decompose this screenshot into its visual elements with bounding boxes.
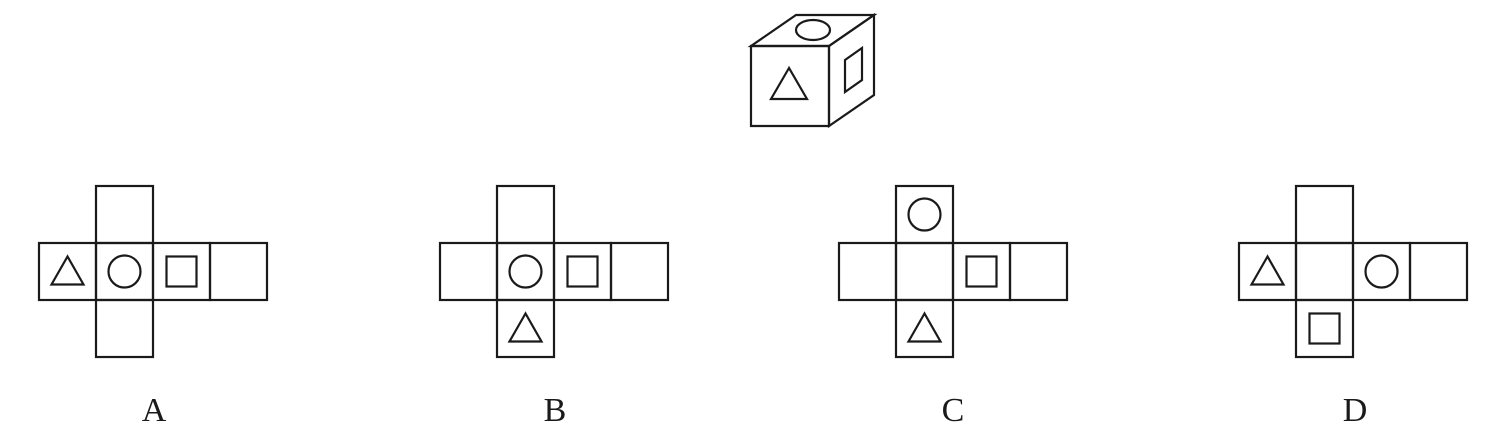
circle-icon [1364,254,1399,289]
net-cell [951,241,1012,302]
net-cell [894,184,955,245]
net-cell [1408,241,1469,302]
circle-icon [907,197,942,232]
net-cell [837,241,898,302]
net-cell [495,241,556,302]
net-cell [37,241,98,302]
option-label-d: D [1343,392,1368,429]
square-icon [965,255,998,288]
option-label-c: C [942,392,965,429]
triangle-icon [49,254,86,286]
net-cell [894,298,955,359]
net-cell [94,298,155,359]
net-cell [1237,241,1298,302]
net-cell [1294,298,1355,359]
square-icon [165,255,198,288]
cube-top-circle-icon [794,18,832,42]
triangle-icon [1249,254,1286,286]
circle-icon [107,254,142,289]
net-cell [609,241,670,302]
net-cell [495,184,556,245]
net-cell [495,298,556,359]
net-cell [1351,241,1412,302]
option-net-d[interactable]: D [1237,184,1469,429]
cube-right-square-icon [843,45,864,95]
net-cell [208,241,269,302]
reference-cube [747,12,878,129]
net-cell [94,184,155,245]
net-cell [1294,241,1355,302]
triangle-icon [906,311,943,343]
net-cell [151,241,212,302]
net-cell [1008,241,1069,302]
option-label-b: B [544,392,567,429]
net-cell [1294,184,1355,245]
net-cell [438,241,499,302]
option-net-a[interactable]: A [37,184,269,429]
option-net-c[interactable]: C [837,184,1069,429]
cube-right-face [827,12,876,129]
square-icon [1308,312,1341,345]
triangle-icon [507,311,544,343]
cube-front-face [749,44,831,128]
net-cell [894,241,955,302]
square-icon [566,255,599,288]
net-cell [552,241,613,302]
cube-front-triangle-icon [769,65,809,101]
net-cell [94,241,155,302]
option-net-b[interactable]: B [438,184,670,429]
circle-icon [508,254,543,289]
option-label-a: A [142,392,167,429]
